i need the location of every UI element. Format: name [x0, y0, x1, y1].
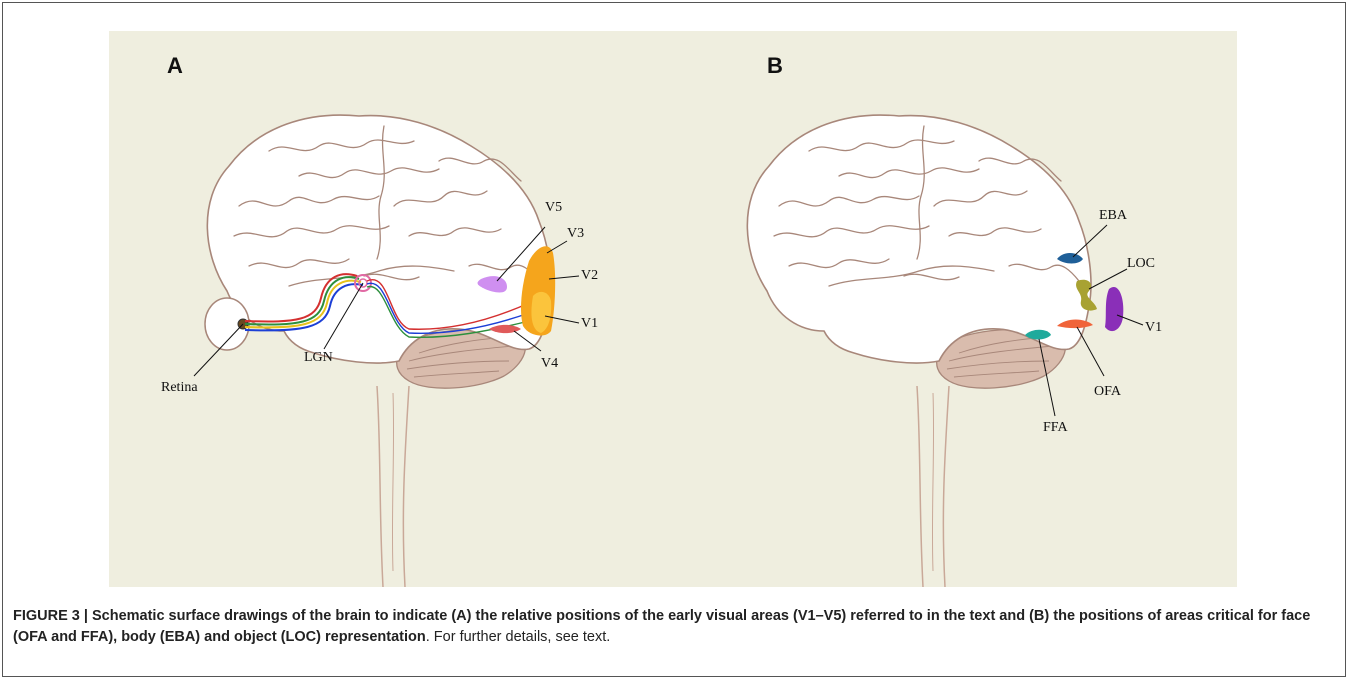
label-retina: Retina [161, 380, 198, 395]
brain-diagram: A [109, 31, 1237, 587]
figure-caption: FIGURE 3 | Schematic surface drawings of… [13, 606, 1333, 648]
leader-v3 [547, 241, 567, 253]
area-v1-b [1105, 287, 1123, 331]
label-eba: EBA [1099, 208, 1128, 223]
label-loc: LOC [1127, 256, 1155, 271]
label-v5: V5 [545, 200, 562, 215]
caption-rest: . For further details, see text. [426, 629, 611, 645]
label-v1: V1 [581, 316, 598, 331]
label-ffa: FFA [1043, 420, 1069, 435]
label-v2: V2 [581, 268, 598, 283]
brain-a: V5 V3 V2 V1 V4 LGN Retina [161, 115, 598, 587]
brain-b: EBA LOC V1 OFA FFA [747, 115, 1162, 587]
panel-letter-b: B [767, 53, 783, 78]
leader-loc [1089, 269, 1127, 289]
label-v4: V4 [541, 356, 558, 371]
figure-panel: A [109, 31, 1237, 587]
label-v1-b: V1 [1145, 320, 1162, 335]
label-ofa: OFA [1094, 384, 1122, 399]
leader-ofa [1077, 327, 1104, 376]
label-v3: V3 [567, 226, 584, 241]
label-lgn: LGN [304, 350, 333, 365]
panel-letter-a: A [167, 53, 183, 78]
caption-bold: FIGURE 3 | Schematic surface drawings of… [13, 608, 1310, 645]
